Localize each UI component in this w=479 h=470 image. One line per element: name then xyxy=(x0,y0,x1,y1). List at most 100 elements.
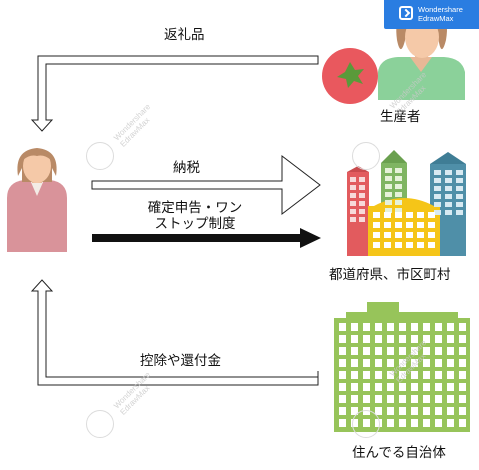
watermark-badge: Wondershare EdrawMax xyxy=(384,0,479,29)
window xyxy=(411,335,418,343)
window xyxy=(387,335,394,343)
window xyxy=(359,177,365,182)
window xyxy=(459,371,466,379)
window xyxy=(423,323,430,331)
window xyxy=(385,200,392,205)
window xyxy=(387,395,394,403)
window xyxy=(375,335,382,343)
window xyxy=(411,395,418,403)
city-windows xyxy=(350,168,463,248)
window xyxy=(387,359,394,367)
window xyxy=(447,323,454,331)
window xyxy=(456,202,463,207)
window xyxy=(373,242,380,248)
window xyxy=(447,371,454,379)
producer-label: 生産者 xyxy=(380,109,421,125)
window xyxy=(385,168,392,173)
window xyxy=(395,232,402,238)
window xyxy=(435,335,442,343)
window xyxy=(459,335,466,343)
window xyxy=(456,170,463,175)
residence-label: 住んでる自治体 xyxy=(352,445,446,461)
window xyxy=(445,194,452,199)
watermark-logo-icon xyxy=(352,410,380,438)
one-stop-label-line2: ストップ制度 xyxy=(154,216,236,232)
window xyxy=(406,212,413,218)
window xyxy=(350,201,356,206)
window xyxy=(411,359,418,367)
window xyxy=(423,419,430,427)
window xyxy=(375,323,382,331)
window xyxy=(459,323,466,331)
window xyxy=(363,335,370,343)
window xyxy=(456,210,463,215)
window xyxy=(417,232,424,238)
edrawmax-logo-icon xyxy=(399,6,413,20)
window xyxy=(434,178,441,183)
window xyxy=(351,347,358,355)
window xyxy=(447,347,454,355)
window xyxy=(395,200,402,205)
window xyxy=(339,419,346,427)
window xyxy=(456,178,463,183)
window xyxy=(435,407,442,415)
one-stop-label-line1: 確定申告・ワン xyxy=(147,200,243,216)
window xyxy=(447,407,454,415)
watermark-logo-icon xyxy=(86,142,114,170)
watermark-logo-icon xyxy=(86,410,114,438)
window xyxy=(359,201,365,206)
window xyxy=(447,335,454,343)
window xyxy=(435,371,442,379)
window xyxy=(375,371,382,379)
window xyxy=(399,347,406,355)
window xyxy=(351,383,358,391)
window xyxy=(350,193,356,198)
window xyxy=(411,347,418,355)
tomato-icon xyxy=(322,48,378,104)
window xyxy=(447,383,454,391)
window xyxy=(385,192,392,197)
window xyxy=(411,407,418,415)
window xyxy=(363,359,370,367)
window xyxy=(435,359,442,367)
window xyxy=(434,194,441,199)
window xyxy=(339,335,346,343)
window xyxy=(459,407,466,415)
window xyxy=(339,395,346,403)
window xyxy=(395,176,402,181)
window xyxy=(363,395,370,403)
window xyxy=(428,212,435,218)
window xyxy=(350,209,356,214)
window xyxy=(395,242,402,248)
window xyxy=(350,177,356,182)
window xyxy=(384,232,391,238)
window xyxy=(351,395,358,403)
window xyxy=(423,407,430,415)
window xyxy=(434,170,441,175)
window xyxy=(395,222,402,228)
window xyxy=(399,407,406,415)
window xyxy=(363,323,370,331)
window xyxy=(435,395,442,403)
window xyxy=(387,383,394,391)
window xyxy=(445,210,452,215)
window xyxy=(445,202,452,207)
window xyxy=(406,242,413,248)
window xyxy=(387,407,394,415)
watermark-badge-text: Wondershare EdrawMax xyxy=(418,5,463,23)
window xyxy=(447,419,454,427)
window xyxy=(384,242,391,248)
window xyxy=(423,347,430,355)
window xyxy=(350,185,356,190)
window xyxy=(456,194,463,199)
window xyxy=(459,359,466,367)
window xyxy=(339,407,346,415)
window xyxy=(411,371,418,379)
window xyxy=(359,217,365,222)
window xyxy=(399,395,406,403)
window xyxy=(411,419,418,427)
window xyxy=(428,242,435,248)
window xyxy=(351,323,358,331)
window xyxy=(395,208,402,213)
